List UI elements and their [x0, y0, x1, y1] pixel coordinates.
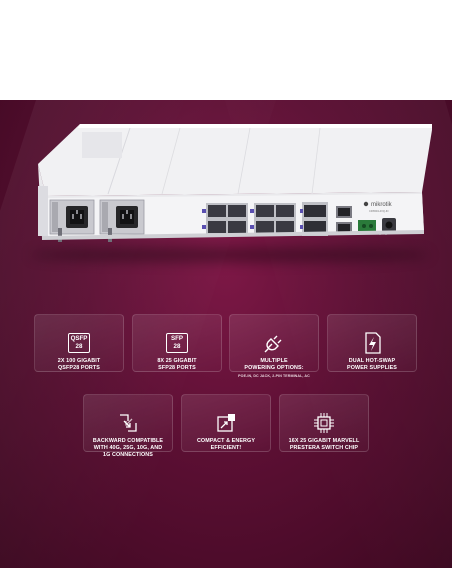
- switch-chip-icon: [314, 413, 334, 433]
- sfp28-port-group-1: [202, 203, 248, 235]
- psu-1: [49, 199, 95, 242]
- compact-energy-icon: [217, 414, 235, 432]
- qsfp28-ports: [300, 202, 328, 236]
- device-top-face: [38, 124, 432, 196]
- feature-card-backward: [83, 394, 173, 452]
- dc-jack: [382, 218, 396, 232]
- feature-title: 16X 25 GIGABIT MARVELL PRESTERA SWITCH C…: [288, 438, 360, 451]
- feature-subtitle: POE-IN, DC JACK, 2-PIN TERMINAL, AC: [238, 374, 310, 378]
- feature-card-compact: [181, 394, 271, 452]
- hot-swap-power-icon: [365, 332, 381, 354]
- power-plug-icon: [264, 335, 282, 353]
- feature-title: 2X 100 GIGABIT QSFP28 PORTS: [57, 358, 101, 371]
- ethernet-ports: [336, 206, 352, 234]
- feature-card-hot-swap: [327, 314, 417, 372]
- feature-title-power: MULTIPLE POWERING OPTIONS: POE-IN, DC JA…: [219, 358, 329, 380]
- model-text: CRS504-4XQ-IN: [369, 209, 388, 213]
- brand-text: mikrotik: [371, 202, 393, 208]
- feature-card-switch-chip: [279, 394, 369, 452]
- switch-device: mikrotik CRS504-4XQ-IN: [38, 124, 432, 242]
- feature-title: BACKWARD COMPATIBLE WITH 40G, 25G, 10G, …: [92, 438, 164, 458]
- feature-card-power: [229, 314, 319, 372]
- power-terminal: [358, 220, 376, 232]
- feature-title: 8X 25 GIGABIT SFP28 PORTS: [157, 358, 197, 371]
- sfp28-port-group-2: [250, 203, 296, 235]
- backward-compatible-icon: [120, 414, 137, 432]
- psu-2: [99, 199, 145, 242]
- brand-label: mikrotik CRS504-4XQ-IN: [363, 201, 393, 213]
- device-shadow: [30, 248, 430, 262]
- feature-title: DUAL HOT-SWAP POWER SUPPLIES: [347, 358, 397, 371]
- feature-title: COMPACT & ENERGY EFFICIENT!: [196, 438, 256, 451]
